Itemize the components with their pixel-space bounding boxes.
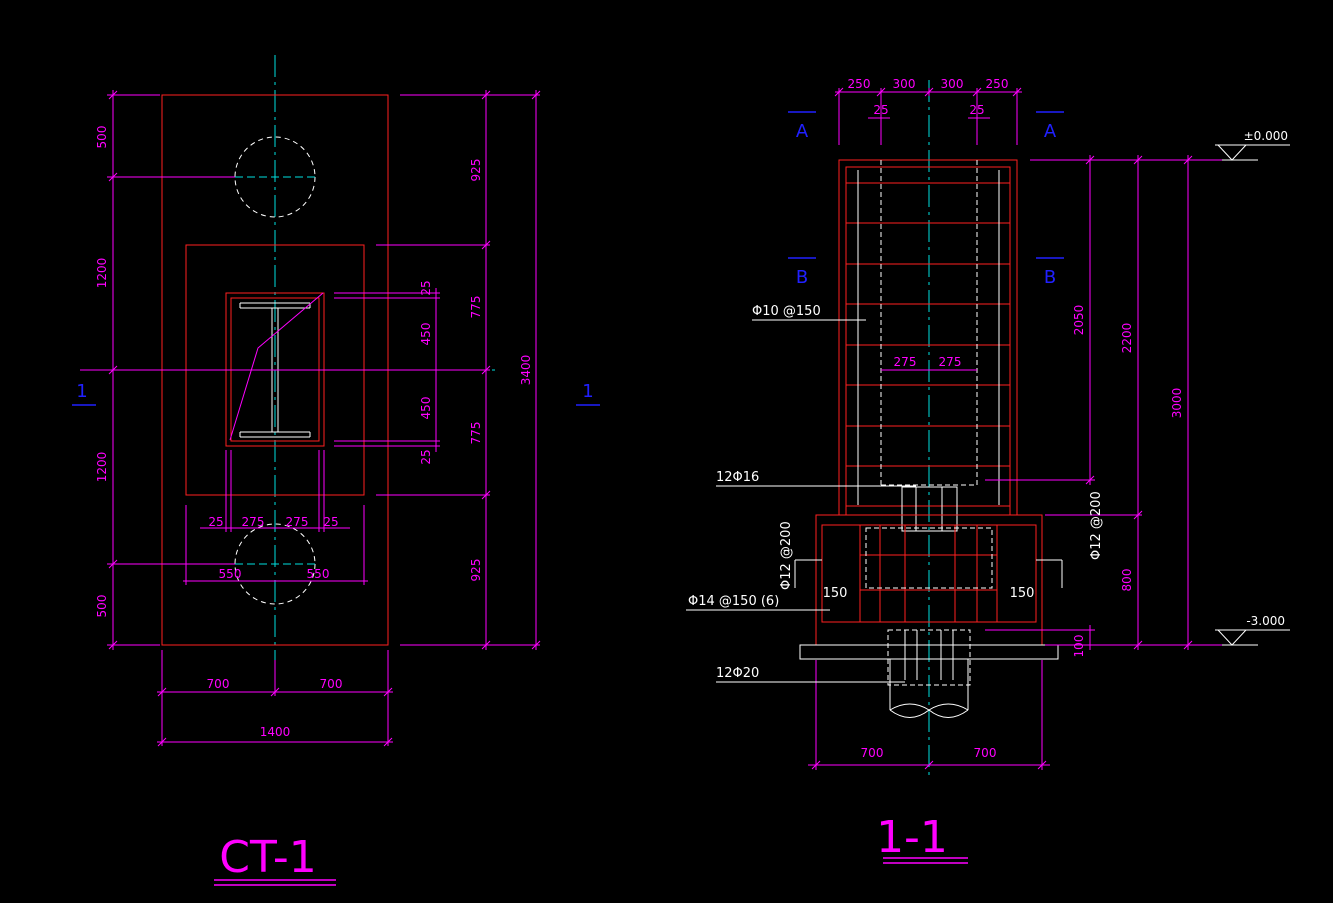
plan-pile-offset-left: 550 — [219, 567, 242, 581]
plan-bottom-dims — [157, 650, 393, 747]
plan-bottom-inner-2: 275 — [242, 515, 265, 529]
plan-bottom-dim-left: 700 — [207, 677, 230, 691]
section-cap-rebar — [821, 524, 1037, 623]
section-top-dims — [834, 87, 1022, 145]
plan-bottom-inner-3: 275 — [286, 515, 309, 529]
plan-inner-dim-4: 25 — [419, 449, 433, 464]
plan-inner-dim-1: 25 — [419, 280, 433, 295]
section-mark-a-left: A — [796, 121, 809, 142]
section-inner-dim-right: 275 — [939, 355, 962, 369]
section-dim-3000: 3000 — [1170, 388, 1184, 419]
plan-cut-line — [229, 292, 324, 441]
plan-bottom-inner-dims — [183, 450, 368, 585]
label-pile-bar: 12Φ20 — [716, 666, 759, 681]
section-bottom-dim-left: 700 — [861, 746, 884, 760]
section-stirrups — [846, 182, 1010, 507]
plan-right-dim-2: 775 — [469, 296, 483, 319]
plan-left-dim-4: 500 — [95, 595, 109, 618]
section-mark-b-left: B — [796, 267, 808, 288]
section-dim-2050: 2050 — [1072, 305, 1086, 336]
plan-section-mark-left: 1 — [76, 381, 87, 402]
plan-left-dim-1: 500 — [95, 126, 109, 149]
plan-right-dims — [80, 90, 541, 650]
section-elev-top: ±0.000 — [1244, 129, 1288, 143]
section-cover-left: 25 — [873, 103, 888, 117]
section-elev-bottom: -3.000 — [1246, 614, 1285, 628]
section-inner-dim-left: 275 — [894, 355, 917, 369]
section-side-150-left: 150 — [823, 586, 848, 601]
section-pedestal — [838, 159, 1018, 516]
section-right-dims — [985, 155, 1222, 650]
section-leaders — [686, 319, 1063, 683]
section-stirrup-outline — [845, 166, 1011, 516]
label-side-right: Φ12 @200 — [1089, 491, 1104, 560]
section-bottom-dims — [808, 660, 1050, 770]
section-bottom-dim-right: 700 — [974, 746, 997, 760]
section-view: 250 300 300 250 25 25 A A B B — [686, 77, 1290, 864]
section-mark-a-right: A — [1044, 121, 1057, 142]
plan-pile-offset-right: 550 — [307, 567, 330, 581]
plan-inner-dim-3: 450 — [419, 397, 433, 420]
plan-bottom-inner-1: 25 — [208, 515, 223, 529]
section-elevation-markers — [1215, 144, 1290, 646]
section-dim-800: 800 — [1120, 569, 1134, 592]
label-bottom-bar: Φ14 @150 (6) — [688, 594, 779, 609]
section-top-dim-3: 300 — [941, 77, 964, 91]
section-mark-b-right: B — [1044, 267, 1056, 288]
plan-left-dim-3: 1200 — [95, 452, 109, 483]
plan-total-width: 1400 — [260, 725, 291, 739]
plan-right-dim-4: 925 — [469, 559, 483, 582]
section-title: 1-1 — [876, 812, 948, 863]
section-side-150-right: 150 — [1010, 586, 1035, 601]
plan-total-height: 3400 — [519, 355, 533, 386]
plan-bottom-inner-4: 25 — [323, 515, 338, 529]
plan-inner-dim-2: 450 — [419, 323, 433, 346]
plan-right-dim-3: 775 — [469, 422, 483, 445]
plan-title: CT-1 — [219, 832, 316, 883]
label-vertical-bars: 12Φ16 — [716, 470, 759, 485]
label-side-left: Φ12 @200 — [779, 521, 794, 590]
plan-left-dim-2: 1200 — [95, 258, 109, 289]
section-dim-2200: 2200 — [1120, 323, 1134, 354]
plan-right-dim-1: 925 — [469, 159, 483, 182]
section-cover-right: 25 — [969, 103, 984, 117]
label-stirrup: Φ10 @150 — [752, 304, 821, 319]
section-top-dim-1: 250 — [848, 77, 871, 91]
section-pile-head — [887, 629, 971, 686]
plan-view: 500 1200 1200 500 925 77 — [72, 55, 600, 886]
plan-section-mark-right: 1 — [582, 381, 593, 402]
section-top-dim-2: 300 — [893, 77, 916, 91]
section-cushion — [799, 644, 1059, 660]
plan-bottom-dim-right: 700 — [320, 677, 343, 691]
section-dim-100: 100 — [1072, 635, 1086, 658]
section-top-dim-4: 250 — [986, 77, 1009, 91]
